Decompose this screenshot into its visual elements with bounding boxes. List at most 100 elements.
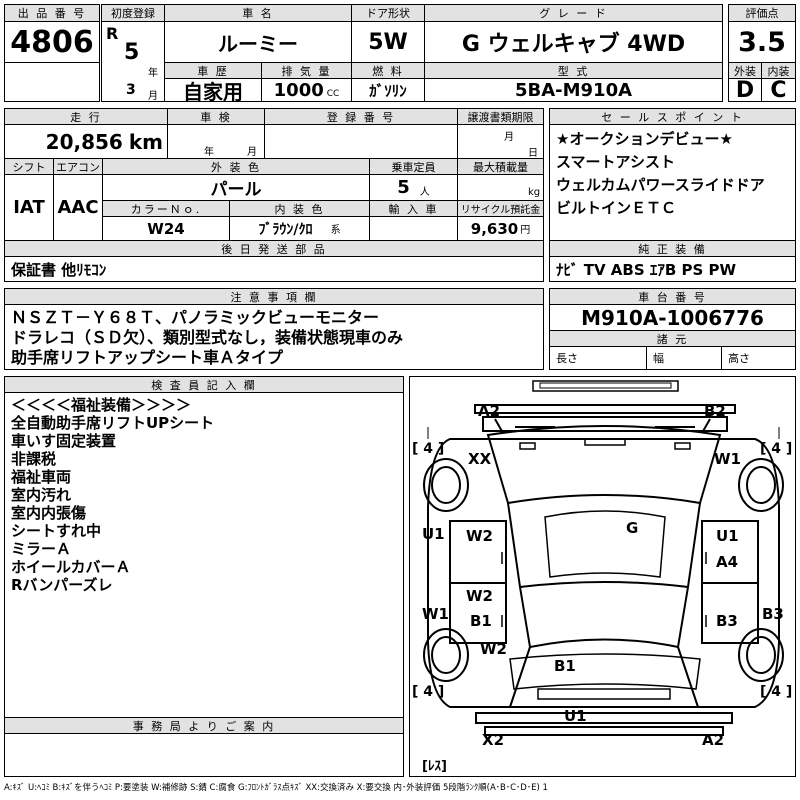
shift-label: シフト	[4, 158, 54, 175]
damage-mark: B3	[762, 605, 784, 623]
equip-label: 純 正 装 備	[549, 240, 796, 257]
tire-depth: [ 4 ]	[760, 441, 793, 457]
after-label: 後 日 発 送 部 品	[4, 240, 544, 257]
caution-label: 注 意 事 項 欄	[4, 288, 544, 305]
door-type: 5W	[351, 21, 425, 63]
fuel: ｶﾞｿﾘﾝ	[351, 78, 425, 102]
damage-mark: A4	[716, 553, 739, 571]
model: 5BA-M910A	[424, 78, 723, 102]
inspection-box	[167, 124, 265, 159]
colorno: W24	[102, 216, 230, 241]
chassis-number: M910A-1006776	[549, 304, 796, 331]
ac-label: エアコン	[53, 158, 103, 175]
damage-mark: W1	[422, 605, 449, 623]
damage-mark: B1	[554, 657, 576, 675]
load-box	[457, 174, 544, 201]
chassis-label: 車 台 番 号	[549, 288, 796, 305]
int-label: 内装	[761, 62, 796, 79]
ext-label: 外装	[728, 62, 762, 79]
model-label: 型 式	[424, 62, 723, 79]
damage-mark: X2	[482, 731, 505, 749]
damage-mark: W2	[466, 527, 493, 545]
office-box	[4, 733, 404, 777]
mileage: 20,856	[45, 129, 123, 154]
name-label: 車 名	[164, 4, 352, 22]
color-label: 外 装 色	[102, 158, 370, 175]
transfer-day-unit: 日	[528, 148, 538, 159]
inspector-notes: ＜＜＜＜福祉装備＞＞＞＞ 全自動助手席リフトUPシート 車いす固定装置 非課税 …	[4, 392, 404, 718]
height-label: 高さ	[721, 346, 796, 370]
inspection-month-unit: 月	[247, 147, 257, 158]
interior-label: 内 装 色	[229, 200, 370, 217]
lot-blank	[4, 62, 100, 102]
damage-mark: B3	[716, 612, 738, 630]
score: 3.5	[728, 21, 796, 63]
first-reg-label: 初度登録	[101, 4, 165, 22]
equipment: ﾅﾋﾞ TV ABS ｴｱB PS PW	[549, 256, 796, 282]
import-label: 輸 入 車	[369, 200, 458, 217]
recycle-label: リサイクル預託金	[457, 200, 544, 217]
damage-mark: B1	[470, 612, 492, 630]
year-unit: 年	[148, 68, 158, 79]
dims-label: 諸 元	[549, 330, 796, 347]
damage-mark: U1	[422, 525, 445, 543]
width-label: 幅	[646, 346, 722, 370]
ac: AAC	[53, 174, 103, 241]
damage-mark: G	[626, 519, 639, 537]
capacity-unit: 人	[419, 187, 430, 198]
damage-mark: U1	[564, 707, 587, 725]
registration-label: 登 録 番 号	[264, 108, 458, 125]
tire-depth: [ 4 ]	[760, 684, 793, 700]
history-label: 車 歴	[164, 62, 262, 79]
transfer-month-unit: 月	[504, 132, 514, 143]
cc-unit: CC	[326, 89, 340, 99]
reg-month: 3	[126, 82, 136, 98]
damage-mark: XX	[468, 450, 492, 468]
legend: A:ｷｽﾞ U:ﾍｺﾐ B:ｷｽﾞを伴うﾍｺﾐ P:要塗装 W:補修跡 S:錆 …	[4, 783, 548, 793]
registration-box	[264, 124, 458, 159]
caution-notes: ＮＳＺＴ－Ｙ６８Ｔ、パノラミックビューモニター ドラレコ（ＳＤ欠）、類別型式なし…	[4, 304, 544, 370]
transfer-label: 譲渡書類期限	[457, 108, 544, 125]
after-parts: 保証書 他ﾘﾓｺﾝ	[4, 256, 544, 282]
history: 自家用	[164, 78, 262, 102]
score-label: 評価点	[728, 4, 796, 22]
reg-year: 5	[124, 40, 140, 65]
car-outline	[423, 380, 784, 736]
displacement: 1000	[273, 79, 324, 101]
fuel-label: 燃 料	[351, 62, 425, 79]
inspector-label: 検 査 員 記 入 欄	[4, 376, 404, 393]
yen-unit: 円	[520, 225, 531, 236]
damage-diagram: A2 B2 XX W1 G U1 W2 U1 A4 W2 B1 B3 W1 B3…	[409, 376, 796, 777]
office-label: 事 務 局 よ り ご 案 内	[4, 717, 404, 734]
interior-box: ﾌﾞﾗｳﾝ/ｸﾛ 系	[229, 216, 370, 241]
sales-points: ★オークションデビュー★ スマートアシスト ウェルカムパワースライドドア ビルト…	[549, 124, 796, 241]
grade: G ウェルキャブ 4WD	[424, 21, 723, 63]
damage-mark: W2	[466, 587, 493, 605]
interior-suffix: 系	[330, 225, 341, 236]
inspection-year-unit: 年	[204, 147, 214, 158]
damage-mark: U1	[716, 527, 739, 545]
load-unit: kg	[528, 187, 541, 198]
int-grade: C	[761, 78, 796, 102]
color: パール	[102, 174, 370, 201]
km-unit: km	[128, 129, 163, 154]
lot-number: 4806	[4, 21, 100, 63]
mileage-label: 走 行	[4, 108, 168, 125]
grade-label: グ レ ー ド	[424, 4, 723, 22]
damage-mark: A2	[478, 402, 501, 420]
lot-number-label: 出 品 番 号	[4, 4, 100, 22]
displacement-label: 排 気 量	[261, 62, 352, 79]
era: R	[106, 24, 119, 43]
sales-label: セ ー ル ス ポ イ ン ト	[549, 108, 796, 125]
interior-color: ﾌﾞﾗｳﾝ/ｸﾛ	[258, 221, 313, 238]
shift: IAT	[4, 174, 54, 241]
inspection-label: 車 検	[167, 108, 265, 125]
spare-tire: [ﾚｽ]	[422, 759, 447, 774]
first-reg-box	[101, 21, 165, 102]
colorno-label: カラーＮｏ.	[102, 200, 230, 217]
length-label: 長さ	[549, 346, 647, 370]
